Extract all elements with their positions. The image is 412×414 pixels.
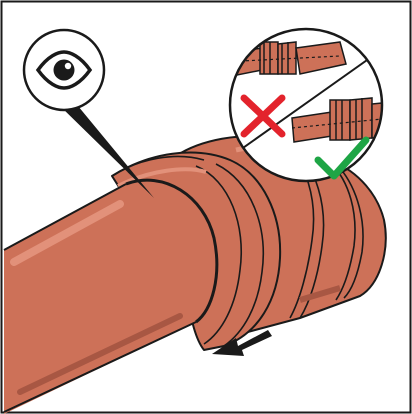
eye-icon: [24, 30, 104, 110]
